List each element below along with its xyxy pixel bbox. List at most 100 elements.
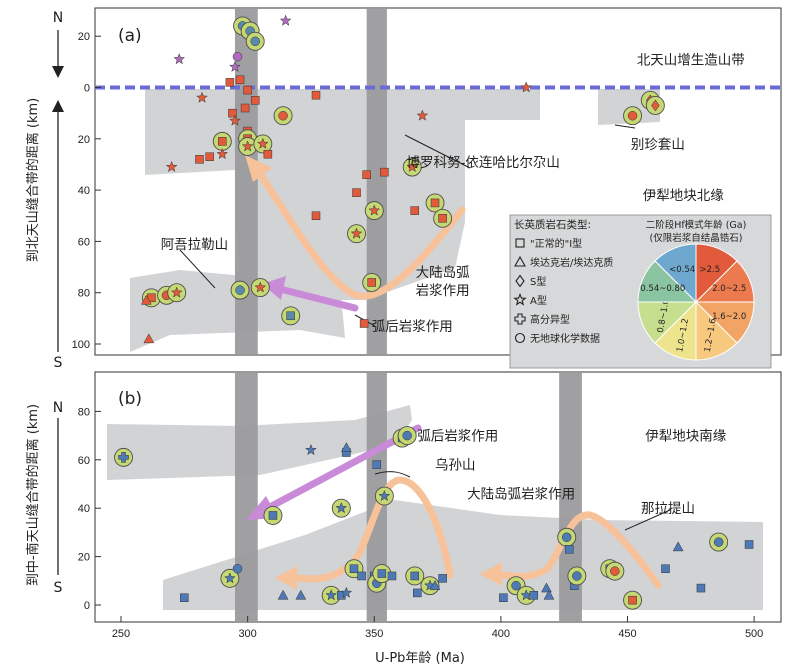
sample-b-44 [696,583,706,593]
b-xtick-label-0: 250 [112,628,130,640]
sample-a-3-symbol [232,51,243,62]
sample-a-14-symbol [228,108,237,118]
region-a-label-4: 阿吾拉勒山 [161,237,229,253]
sample-a-29-symbol [362,170,371,179]
sample-b-43-symbol [672,541,684,552]
age-band-2 [559,373,582,621]
sample-a-30 [380,167,389,177]
sample-b-22-symbol [377,569,387,578]
region-b-label-1: 伊犁地块南缘 [645,429,726,445]
sample-b-11 [232,563,243,574]
pie-slice-label-1: >2.5 [699,265,720,275]
sample-a-21 [212,131,232,151]
legend-symbol-4 [514,313,526,325]
sample-b-27 [429,580,441,590]
sample-a-26-symbol [263,149,273,159]
sample-a-4 [279,14,292,26]
legend-symbol-5 [514,332,526,344]
pie-slice-label-7: 0.54~0.80 [640,284,685,294]
b-ytick-label-4: 80 [78,406,90,418]
sample-a-17 [520,81,533,93]
legend: 长英质岩石类型: "正常的"I型埃达克岩/埃达克质S型A型高分异型无地球化学数据… [509,214,772,369]
sample-a-16-symbol [416,109,429,121]
sample-a-24 [216,148,229,160]
sample-a-16 [416,109,429,121]
sample-b-33-symbol [541,582,552,593]
sample-b-4-symbol [372,460,382,469]
sample-a-25 [205,152,214,162]
pie-subtitle: (仅限岩浆自结晶锆石) [650,232,743,244]
sample-a-18-symbol [278,110,288,121]
sample-b-25-symbol [413,588,422,598]
b-xtick-label-5: 500 [745,628,763,640]
b-xtick-label-2: 350 [365,628,383,640]
sample-b-14 [295,589,307,600]
legend-label-1: 埃达克岩/埃达克质 [530,256,613,269]
sample-a-48 [230,280,250,300]
sample-a-47 [143,333,155,344]
sample-a-12-symbol [240,103,250,113]
legend-symbol-0-symbol [515,238,525,248]
panel-b-north: N [53,400,63,416]
sample-a-40-symbol [627,110,638,121]
legend-label-0: "正常的"I型 [530,237,582,250]
a-ytick-label-3: 40 [78,185,90,197]
sample-a-26 [263,149,273,159]
sample-b-25 [413,588,422,598]
sample-b-15-symbol [325,589,338,601]
sample-a-11 [250,96,260,105]
sample-a-9-symbol [243,85,252,95]
sample-a-5 [173,53,186,65]
legend-label-3: A型 [530,294,547,307]
region-a-label-7: 弧后岩浆作用 [372,319,453,335]
a-ytick-label-0: 20 [78,31,90,43]
sample-b-27-symbol [429,580,441,590]
sample-a-37 [311,211,321,220]
legend-symbol-4-symbol [514,313,526,325]
sample-b-6 [397,426,417,446]
sample-a-22 [238,137,258,156]
leader-wusun [374,471,411,478]
arc-arrow-b1-head [275,566,297,590]
leader-awulale [179,249,216,289]
sample-b-11-symbol [232,563,243,574]
legend-symbol-2-symbol [515,274,525,288]
sample-b-0 [114,447,133,467]
south-arrow-a-head [52,100,64,112]
sample-a-4-symbol [279,14,292,26]
panel-a-points [140,14,665,344]
sample-a-25-symbol [205,152,214,162]
backarc-arrow-a-head [262,276,286,300]
sample-a-8 [235,75,245,85]
region-b-label-0: 弧后岩浆作用 [417,429,498,445]
sample-a-11-symbol [250,96,260,105]
legend-label-5: 无地球化学数据 [530,332,600,345]
sample-a-40 [623,106,643,126]
sample-b-13-symbol [277,589,289,600]
sample-a-23-symbol [256,137,269,149]
sample-a-15 [229,114,241,126]
sample-a-15-symbol [229,114,241,126]
sample-a-21-symbol [218,137,227,146]
sample-a-38-symbol [350,227,363,239]
leader-nalati [624,509,671,531]
sample-a-27 [195,155,204,164]
region-a-label-1: 别珍套山 [631,137,685,153]
panel-a-region-labels: 北天山增生造山带别珍套山博罗科努-依连哈比尔尕山伊犁地块北缘阿吾拉勒山大陆岛弧岩… [161,52,745,335]
sample-b-45 [709,532,729,552]
legend-symbol-1 [514,255,526,267]
sample-a-50-symbol [286,311,295,321]
b-xtick-label-3: 400 [492,628,510,640]
y-axis-annotations: 到北天山缝合带的距离 (km) 到中-南天山缝合带的距离 (km) N S N … [25,10,64,596]
sample-b-30-symbol [511,580,521,591]
sample-a-47-symbol [143,333,155,344]
sample-a-51 [359,319,369,328]
sample-a-34-symbol [430,198,440,208]
b-ytick-label-0: 0 [84,600,90,612]
sample-a-37-symbol [311,211,321,220]
